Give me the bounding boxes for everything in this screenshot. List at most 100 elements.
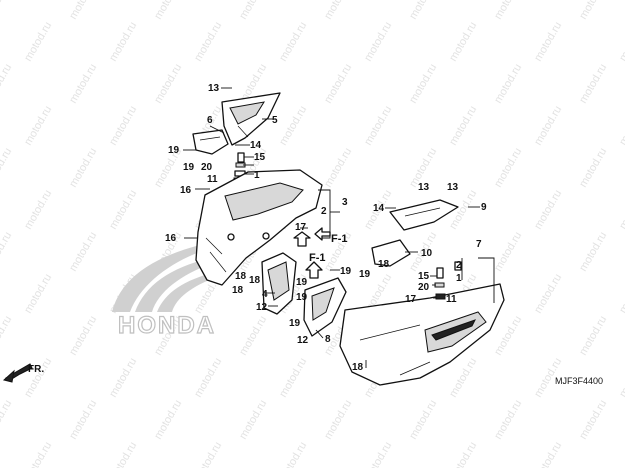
watermark-text: motod.ru — [407, 62, 439, 106]
watermark-text: motod.ru — [277, 356, 309, 400]
watermark-text: motod.ru — [152, 398, 184, 442]
watermark-text: motod.ru — [22, 188, 54, 232]
leader-lines — [183, 87, 495, 368]
watermark-text: motod.ru — [192, 356, 224, 400]
watermark-text: motod.ru — [362, 104, 394, 148]
watermark-text: motod.ru — [617, 20, 625, 64]
part-10-small-cover — [371, 239, 411, 267]
section-ref-arrow-lower: F-1 — [305, 252, 326, 279]
watermark-text: motod.ru — [447, 20, 479, 64]
callout-14: 14 — [250, 140, 262, 151]
honda-logo-text: HONDA — [118, 312, 216, 339]
watermark-text: motod.ru — [532, 440, 564, 468]
watermark-text: motod.ru — [277, 20, 309, 64]
callout-10: 10 — [421, 248, 433, 259]
front-direction-label: FR. — [28, 364, 44, 375]
watermark-text: motod.ru — [277, 440, 309, 468]
part-8-lower-bracket — [303, 277, 347, 337]
watermark-text: motod.ru — [22, 104, 54, 148]
front-direction-indicator: FR. — [2, 363, 44, 383]
watermark-text: motod.ru — [577, 62, 609, 106]
watermark-text: motod.ru — [577, 398, 609, 442]
watermark-text: motod.ru — [67, 62, 99, 106]
watermark-text: motod.ru — [617, 272, 625, 316]
callout-19c: 19 — [296, 277, 308, 288]
watermark-text: motod.ru — [237, 314, 269, 358]
callout-2b: 2 — [456, 260, 462, 271]
callout-17b: 17 — [405, 294, 417, 305]
watermark-text: motod.ru — [532, 272, 564, 316]
callout-13c: 13 — [447, 182, 459, 193]
callout-18d: 18 — [378, 259, 390, 270]
watermark-text: motod.ru — [0, 146, 14, 190]
callout-2: 2 — [321, 206, 327, 217]
section-ref-label-lower: F-1 — [309, 252, 326, 264]
callout-11b: 11 — [446, 294, 457, 305]
watermark-text: motod.ru — [107, 188, 139, 232]
callout-19: 19 — [168, 145, 180, 156]
callout-19f: 19 — [340, 266, 352, 277]
watermark-text: motod.ru — [67, 398, 99, 442]
watermark-text: motod.ru — [447, 440, 479, 468]
watermark-text: motod.ru — [22, 20, 54, 64]
watermark-text: motod.ru — [617, 356, 625, 400]
diagram-code: MJF3F4400 — [555, 376, 603, 386]
callout-20b: 20 — [418, 282, 430, 293]
watermark-text: motod.ru — [152, 0, 184, 22]
watermark-text: motod.ru — [152, 62, 184, 106]
part-9-small-cover — [389, 199, 459, 231]
watermark-text: motod.ru — [22, 440, 54, 468]
watermark-text: motod.ru — [67, 0, 99, 22]
watermark-text: motod.ru — [617, 104, 625, 148]
callout-11: 11 — [207, 174, 218, 185]
honda-wing-logo: HONDA — [112, 245, 217, 340]
part-7-lower-cowl — [339, 283, 505, 386]
callout-16b: 16 — [165, 233, 177, 244]
callout-8: 8 — [325, 334, 331, 345]
watermark-text: motod.ru — [67, 146, 99, 190]
callout-13: 13 — [208, 83, 220, 94]
watermark-text: motod.ru — [277, 104, 309, 148]
watermark-text: motod.ru — [407, 0, 439, 22]
watermark-text: motod.ru — [322, 398, 354, 442]
callout-12b: 12 — [297, 335, 309, 346]
callout-15: 15 — [254, 152, 266, 163]
watermark-text: motod.ru — [322, 62, 354, 106]
section-ref-label-upper: F-1 — [331, 233, 348, 245]
part-6-bracket — [192, 129, 229, 155]
watermark-text: motod.ru — [492, 230, 524, 274]
watermark-text: motod.ru — [492, 146, 524, 190]
watermark-text: motod.ru — [192, 20, 224, 64]
callout-6: 6 — [207, 115, 213, 126]
watermark-text: motod.ru — [107, 20, 139, 64]
watermark-text: motod.ru — [577, 0, 609, 22]
watermark-text: motod.ru — [492, 398, 524, 442]
watermark-text: motod.ru — [492, 0, 524, 22]
callout-15b: 15 — [418, 271, 430, 282]
watermark-text: motod.ru — [577, 230, 609, 274]
section-ref-arrow-upper: F-1 — [293, 227, 348, 247]
callout-7: 7 — [476, 239, 482, 250]
callout-14b: 14 — [373, 203, 385, 214]
watermark-text: motod.ru — [532, 20, 564, 64]
watermark-text: motod.ru — [447, 356, 479, 400]
watermark-text: motod.ru — [0, 398, 14, 442]
watermark-text: motod.ru — [0, 0, 14, 22]
watermark-text: motod.ru — [0, 314, 14, 358]
callout-18b: 18 — [232, 285, 244, 296]
watermark-text: motod.ru — [447, 104, 479, 148]
watermark-text: motod.ru — [532, 188, 564, 232]
callout-18e: 18 — [352, 362, 364, 373]
callout-18c: 18 — [249, 275, 261, 286]
callout-9: 9 — [481, 202, 487, 213]
callout-19b: 19 — [183, 162, 195, 173]
watermark-text: motod.ru — [617, 440, 625, 468]
watermark-text: motod.ru — [107, 440, 139, 468]
watermark-text: motod.ru — [362, 20, 394, 64]
watermark-text: motod.ru — [577, 146, 609, 190]
watermark-text: motod.ru — [322, 146, 354, 190]
watermark-text: motod.ru — [322, 0, 354, 22]
callout-3: 3 — [342, 197, 348, 208]
